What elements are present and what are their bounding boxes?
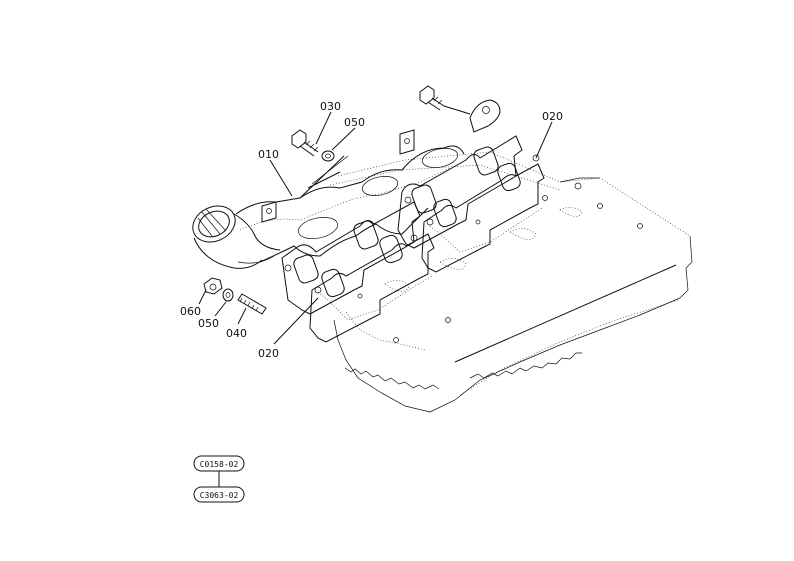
nut [203, 277, 223, 295]
callout-040: 040 [226, 327, 247, 340]
manifold-gasket [421, 154, 545, 273]
cylinder-head-drawing [329, 151, 693, 413]
washer [222, 288, 234, 302]
bolt [419, 85, 445, 111]
callout-050-lower: 050 [198, 317, 219, 330]
callout-060: 060 [180, 305, 201, 318]
reference-codes: C0158-02 C3063-02 [193, 455, 245, 503]
callout-020-lower: 020 [258, 347, 279, 360]
stud [237, 293, 267, 315]
callout-020-upper: 020 [542, 110, 563, 123]
reference-code: C3063-02 [200, 491, 239, 500]
reference-badge [193, 486, 245, 503]
callout-030: 030 [320, 100, 341, 113]
leader-lines [198, 105, 553, 345]
callout-050-upper: 050 [344, 116, 365, 129]
callout-010: 010 [258, 148, 279, 161]
reference-code: C0158-02 [200, 460, 239, 469]
manifold-gasket [309, 233, 435, 343]
washer [321, 150, 335, 162]
bolt [291, 129, 319, 157]
exhaust-manifold [192, 99, 523, 315]
